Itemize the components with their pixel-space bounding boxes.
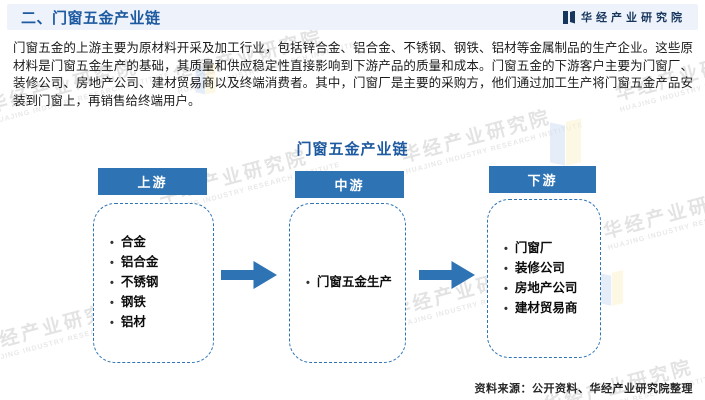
diagram-title: 门窗五金产业链 [296,141,409,158]
arrow-right-icon [419,261,475,289]
upstream-item-list: 合金铝合金不锈钢钢铁铝材 [94,233,213,333]
brand-logo-icon [563,10,575,24]
brand-logo-text: 华经产业研究院 [581,12,686,24]
stage-header-midstream: 中游 [295,171,404,198]
header-bar: 二、门窗五金产业链 华经产业研究院 [7,4,698,30]
stage-box-downstream: 门窗厂装修公司房地产公司建材贸易商 [487,199,601,358]
stage-box-upstream: 合金铝合金不锈钢钢铁铝材 [93,203,214,363]
list-item: 建材贸易商 [504,299,594,319]
list-item: 钢铁 [110,293,207,313]
watermark-logo-icon [599,270,624,306]
intro-paragraph: 门窗五金的上游主要为原材料开采及加工行业，包括锌合金、铝合金、不锈钢、钢铁、铝材… [13,41,693,108]
list-item: 合金 [110,233,207,253]
stage-box-midstream: 门窗五金生产 [289,203,406,363]
list-item: 门窗五金生产 [306,273,399,293]
list-item: 门窗厂 [504,239,594,259]
list-item: 铝材 [110,313,207,333]
data-source-note: 资料来源：公开资料、华经产业研究院整理 [474,383,693,395]
list-item: 不锈钢 [110,273,207,293]
page-title: 二、门窗五金产业链 [21,9,161,27]
stage-header-downstream: 下游 [489,166,596,193]
list-item: 装修公司 [504,259,594,279]
list-item: 铝合金 [110,253,207,273]
watermark-text: 华经产业研究院 HUAJING INDUSTRY RESEARCH INSTIT… [601,182,705,252]
brand-logo: 华经产业研究院 [563,9,686,25]
list-item: 房地产公司 [504,279,594,299]
stage-header-upstream: 上游 [98,168,207,195]
downstream-item-list: 门窗厂装修公司房地产公司建材贸易商 [488,239,600,319]
arrow-right-icon [221,261,277,289]
midstream-item-list: 门窗五金生产 [290,273,405,293]
